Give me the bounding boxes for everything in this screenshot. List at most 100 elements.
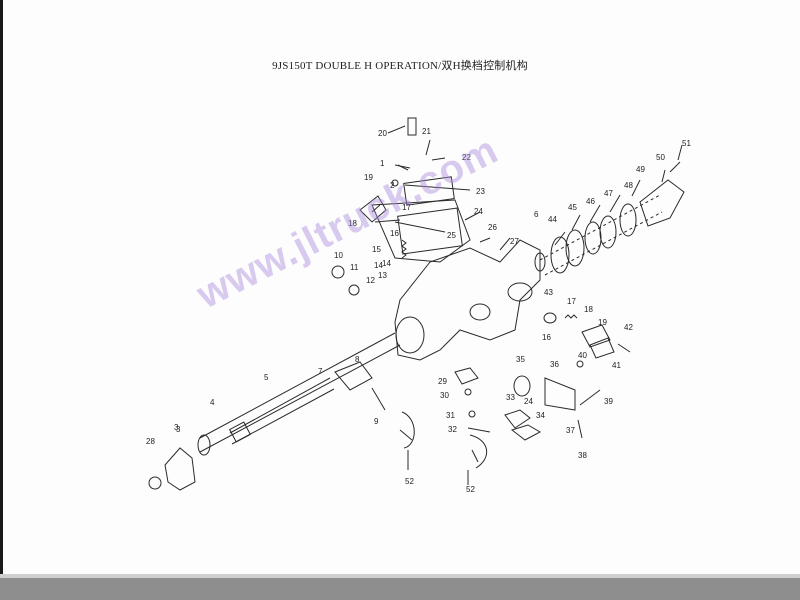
part-label-17: 17 <box>402 203 411 212</box>
bolt-42 <box>617 343 631 353</box>
housing-boss <box>469 303 491 321</box>
part-label-52: 52 <box>405 477 414 486</box>
spring-15 <box>401 239 407 259</box>
cover-gasket <box>403 176 455 206</box>
shaft-sleeve <box>229 377 335 445</box>
clip-34 <box>510 424 542 441</box>
nut-40 <box>576 360 584 368</box>
part-label-34: 34 <box>536 411 545 420</box>
part-label-11: 11 <box>350 263 359 272</box>
end-cover <box>164 447 196 491</box>
part-label-14: 14 <box>382 259 391 268</box>
clip-33 <box>504 409 531 429</box>
bolt-32 <box>467 427 491 433</box>
lever-18 <box>394 221 446 233</box>
side-boss <box>507 282 533 302</box>
part-label-24: 24 <box>524 397 533 406</box>
selector-36 <box>544 377 576 411</box>
part-label-24: 24 <box>474 207 483 216</box>
part-label-52: 52 <box>466 485 475 494</box>
nut-10 <box>331 265 345 279</box>
part-label-13: 13 <box>378 271 387 280</box>
housing-bore <box>395 316 425 354</box>
part-label-17: 17 <box>567 297 576 306</box>
part-label-31: 31 <box>446 411 455 420</box>
part-label-36: 36 <box>550 360 559 369</box>
part-label-21: 21 <box>422 127 431 136</box>
part-label-18: 18 <box>348 219 357 228</box>
part-label-2: 2 <box>390 181 395 190</box>
part-label-14: 14 <box>374 261 383 270</box>
end-cap-plate <box>639 179 685 227</box>
part-label-15: 15 <box>372 245 381 254</box>
spring-stack <box>539 194 663 276</box>
pin-38 <box>577 419 583 439</box>
shaft-end <box>197 434 211 456</box>
part-label-16: 16 <box>390 229 399 238</box>
part-label-50: 50 <box>656 153 665 162</box>
plate-19 <box>589 337 615 359</box>
part-label-7: 7 <box>318 367 323 376</box>
part-label-5: 5 <box>264 373 269 382</box>
part-label-49: 49 <box>636 165 645 174</box>
part-label-48: 48 <box>624 181 633 190</box>
scan-border-left <box>0 0 3 600</box>
part-label-46: 46 <box>586 197 595 206</box>
diagram-title: 9JS150T DOUBLE H OPERATION/双H换档控制机构 <box>272 60 528 72</box>
part-label-6: 6 <box>534 210 539 219</box>
part-label-9: 9 <box>374 417 379 426</box>
part-label-28: 28 <box>146 437 155 446</box>
rod-37 <box>579 389 601 406</box>
spring-17 <box>564 314 578 319</box>
part-label-18: 18 <box>584 305 593 314</box>
part-label-22: 22 <box>462 153 471 162</box>
part-label-12: 12 <box>366 276 375 285</box>
snap-ring-right <box>469 434 487 469</box>
part-label-3: 3 <box>174 423 179 432</box>
part-label-23: 23 <box>476 187 485 196</box>
part-label-26: 26 <box>488 223 497 232</box>
part-label-27: 27 <box>510 237 519 246</box>
part-label-33: 33 <box>506 393 515 402</box>
part-label-8: 8 <box>355 355 360 364</box>
seal-ring <box>148 476 162 490</box>
shift-shaft <box>199 332 401 453</box>
part-label-10: 10 <box>334 251 343 260</box>
snap-ring-left <box>399 411 415 449</box>
washer-6 <box>534 252 546 272</box>
part-label-16: 16 <box>542 333 551 342</box>
part-label-32: 32 <box>448 425 457 434</box>
part-label-4: 4 <box>210 398 215 407</box>
part-label-37: 37 <box>566 426 575 435</box>
housing-outline <box>394 239 541 361</box>
breather <box>407 117 417 136</box>
bracket-19 <box>359 195 387 223</box>
bolt-1 <box>394 164 411 169</box>
bushing-35 <box>513 375 531 397</box>
bushing-16 <box>543 312 557 324</box>
part-label-42: 42 <box>624 323 633 332</box>
part-label-35: 35 <box>516 355 525 364</box>
plate-18 <box>581 324 611 348</box>
link-9 <box>371 387 386 411</box>
part-label-19: 19 <box>598 318 607 327</box>
scan-border-bottom-light <box>0 574 800 578</box>
part-label-47: 47 <box>604 189 613 198</box>
part-label-1: 1 <box>380 159 385 168</box>
part-label-45: 45 <box>568 203 577 212</box>
part-label-51: 51 <box>682 139 691 148</box>
scan-border-bottom <box>0 578 800 600</box>
washer-11 <box>348 284 360 296</box>
pin-30 <box>464 388 472 396</box>
pin-31 <box>468 410 476 418</box>
part-label-39: 39 <box>604 397 613 406</box>
plug-2 <box>391 179 399 187</box>
part-label-29: 29 <box>438 377 447 386</box>
part-label-19: 19 <box>364 173 373 182</box>
fork-29 <box>454 367 479 385</box>
top-cover-plate <box>397 207 463 255</box>
part-label-20: 20 <box>378 129 387 138</box>
